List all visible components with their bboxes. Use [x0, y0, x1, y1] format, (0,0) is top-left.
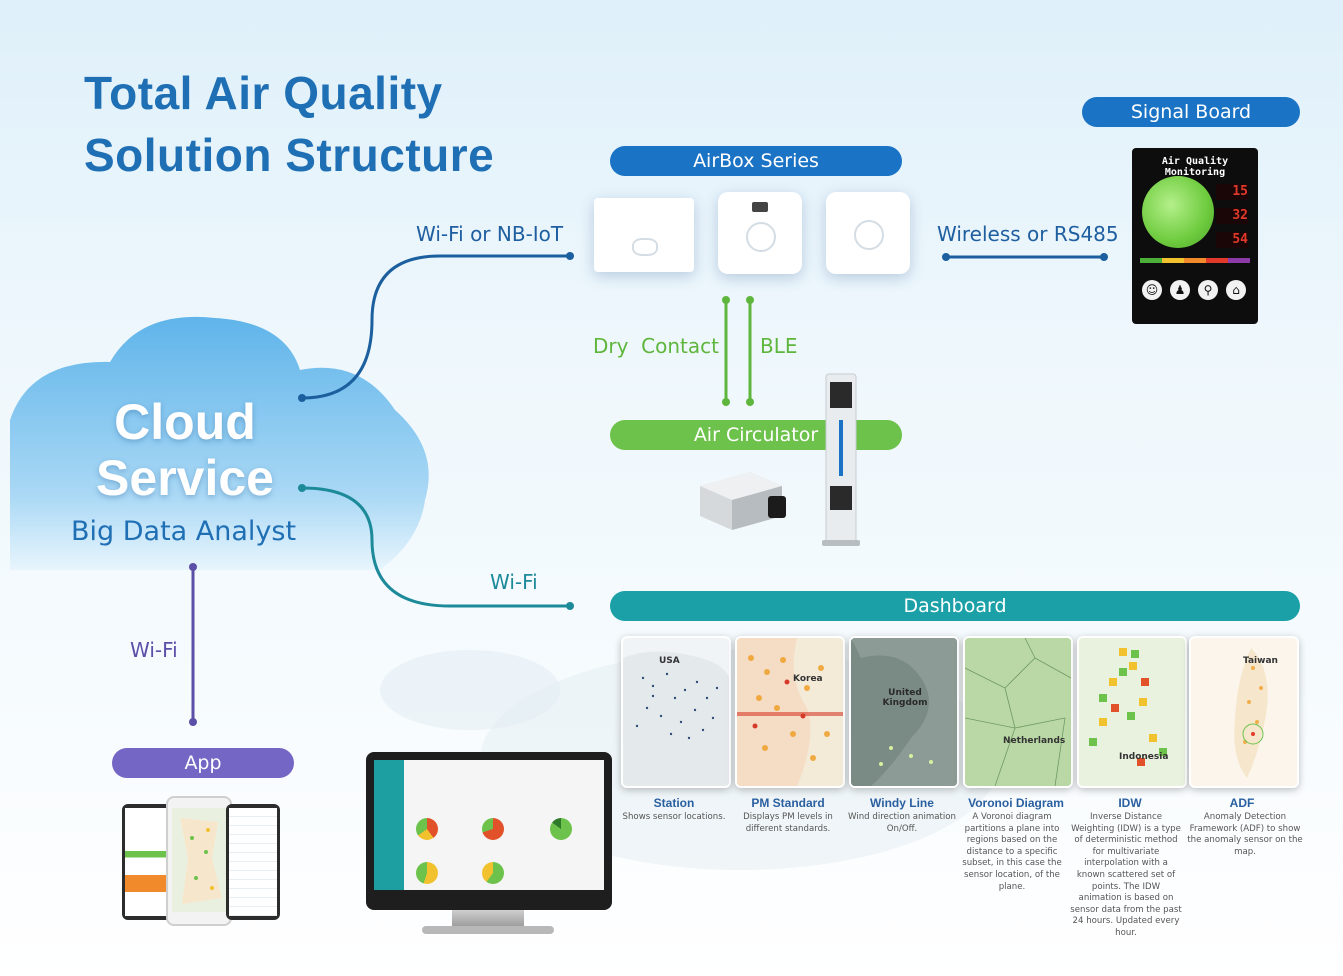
- label-wifi-dashboard: Wi-Fi: [490, 570, 538, 594]
- dashboard-monitor: [366, 752, 612, 910]
- caption-desc-pm-standard: Displays PM levels in different standard…: [743, 812, 833, 834]
- cloud-line-1: Cloud: [114, 394, 256, 450]
- walking-icon: ♟: [1170, 280, 1190, 300]
- app-tablet-left: [122, 804, 172, 920]
- board-value-2: 32: [1216, 208, 1248, 224]
- label-dry-contact: Dry Contact: [593, 334, 719, 358]
- donut-chart-icon: [482, 818, 504, 840]
- air-quality-indicator: [1142, 176, 1214, 248]
- board-title: Air Quality Monitoring: [1161, 156, 1229, 178]
- dashboard-pill: Dashboard: [610, 591, 1300, 621]
- monitor-screen: [374, 760, 604, 890]
- caption-title-windy-line: Windy Line: [870, 796, 934, 810]
- caption-title-station: Station: [653, 796, 695, 810]
- thumb-map-label: Korea: [793, 674, 823, 684]
- dashboard-thumb-pm-standard[interactable]: Korea: [735, 636, 845, 788]
- station-map: [623, 651, 729, 786]
- label-wifi-app: Wi-Fi: [130, 638, 178, 662]
- caption-desc-voronoi: A Voronoi diagram partitions a plane int…: [962, 812, 1062, 892]
- home-icon: ⌂: [1226, 280, 1246, 300]
- adf-map: [1191, 638, 1297, 786]
- donut-chart-icon: [482, 862, 504, 884]
- title-line-2: Solution Structure: [84, 129, 495, 181]
- thumb-map-label: Taiwan: [1243, 656, 1278, 666]
- caption-desc-windy-line: Wind direction animation On/Off.: [848, 812, 956, 834]
- app-tablet-right: [226, 804, 280, 920]
- caption-title-idw: IDW: [1118, 796, 1142, 810]
- windy-map: [851, 638, 957, 786]
- idw-map: [1079, 638, 1185, 786]
- caption-desc-adf: Anomaly Detection Framework (ADF) to sho…: [1187, 812, 1303, 857]
- pm-map: [737, 638, 843, 786]
- signal-board-display: Air Quality Monitoring 15 32 54 ☺ ♟ ⚲ ⌂: [1132, 148, 1258, 324]
- caption-desc-idw: Inverse Distance Weighting (IDW) is a ty…: [1070, 812, 1182, 938]
- thumb-map-label: USA: [659, 656, 680, 666]
- monitor-base: [422, 926, 554, 934]
- thumb-map-label: Indonesia: [1119, 752, 1169, 762]
- airbox-device-1: [594, 198, 694, 272]
- thumb-map-label: United Kingdom: [882, 688, 928, 708]
- voronoi-map: [965, 638, 1071, 786]
- dashboard-thumb-windy-line[interactable]: United Kingdom: [849, 636, 959, 788]
- aqi-scale-bar: [1140, 258, 1250, 263]
- airbox-series-pill: AirBox Series: [610, 146, 902, 176]
- title-line-1: Total Air Quality: [84, 67, 443, 119]
- dashboard-thumb-voronoi[interactable]: Netherlands: [963, 636, 1073, 788]
- label-wifi-nbiot: Wi-Fi or NB-IoT: [416, 222, 564, 246]
- page-title: Total Air Quality Solution Structure: [84, 62, 494, 186]
- cloud-title: Cloud Service: [60, 394, 310, 506]
- thumb-map-label: Netherlands: [1003, 736, 1066, 746]
- mask-icon: ☺: [1142, 280, 1162, 300]
- device-button-icon: [854, 220, 884, 250]
- air-circulator-devices: [700, 373, 860, 546]
- caption-title-pm-standard: PM Standard: [751, 796, 825, 810]
- cloud-shape: [10, 316, 429, 570]
- app-map: [180, 818, 222, 904]
- device-logo-icon: [632, 238, 658, 256]
- airbox-device-2: [718, 192, 802, 274]
- donut-chart-icon: [416, 862, 438, 884]
- label-wireless-rs485: Wireless or RS485: [937, 222, 1119, 246]
- board-value-3: 54: [1216, 232, 1248, 248]
- search-icon: ⚲: [1198, 280, 1218, 300]
- caption-title-adf: ADF: [1229, 796, 1255, 810]
- monitor-sidebar: [374, 760, 404, 890]
- device-button-icon: [746, 222, 776, 252]
- tablet-screen: [229, 808, 277, 916]
- signal-board-pill: Signal Board: [1082, 97, 1300, 127]
- monitor-stand: [452, 910, 524, 926]
- device-screen: [752, 202, 768, 212]
- donut-chart-icon: [416, 818, 438, 840]
- tablet-screen: [125, 808, 169, 916]
- dashboard-thumb-idw[interactable]: Indonesia: [1077, 636, 1187, 788]
- caption-desc-station: Shows sensor locations.: [622, 812, 726, 822]
- phone-screen: [172, 808, 226, 912]
- dashboard-thumb-adf[interactable]: Taiwan: [1189, 636, 1299, 788]
- board-value-1: 15: [1216, 184, 1248, 200]
- app-pill: App: [112, 748, 294, 778]
- app-phone-center: [166, 796, 232, 926]
- cloud-subtitle: Big Data Analyst: [71, 516, 297, 547]
- cloud-line-2: Service: [96, 450, 274, 506]
- airbox-device-3: [826, 192, 910, 274]
- caption-title-voronoi: Voronoi Diagram: [968, 796, 1064, 810]
- label-ble: BLE: [760, 334, 798, 358]
- donut-chart-icon: [550, 818, 572, 840]
- dashboard-thumb-station[interactable]: USA: [621, 636, 731, 788]
